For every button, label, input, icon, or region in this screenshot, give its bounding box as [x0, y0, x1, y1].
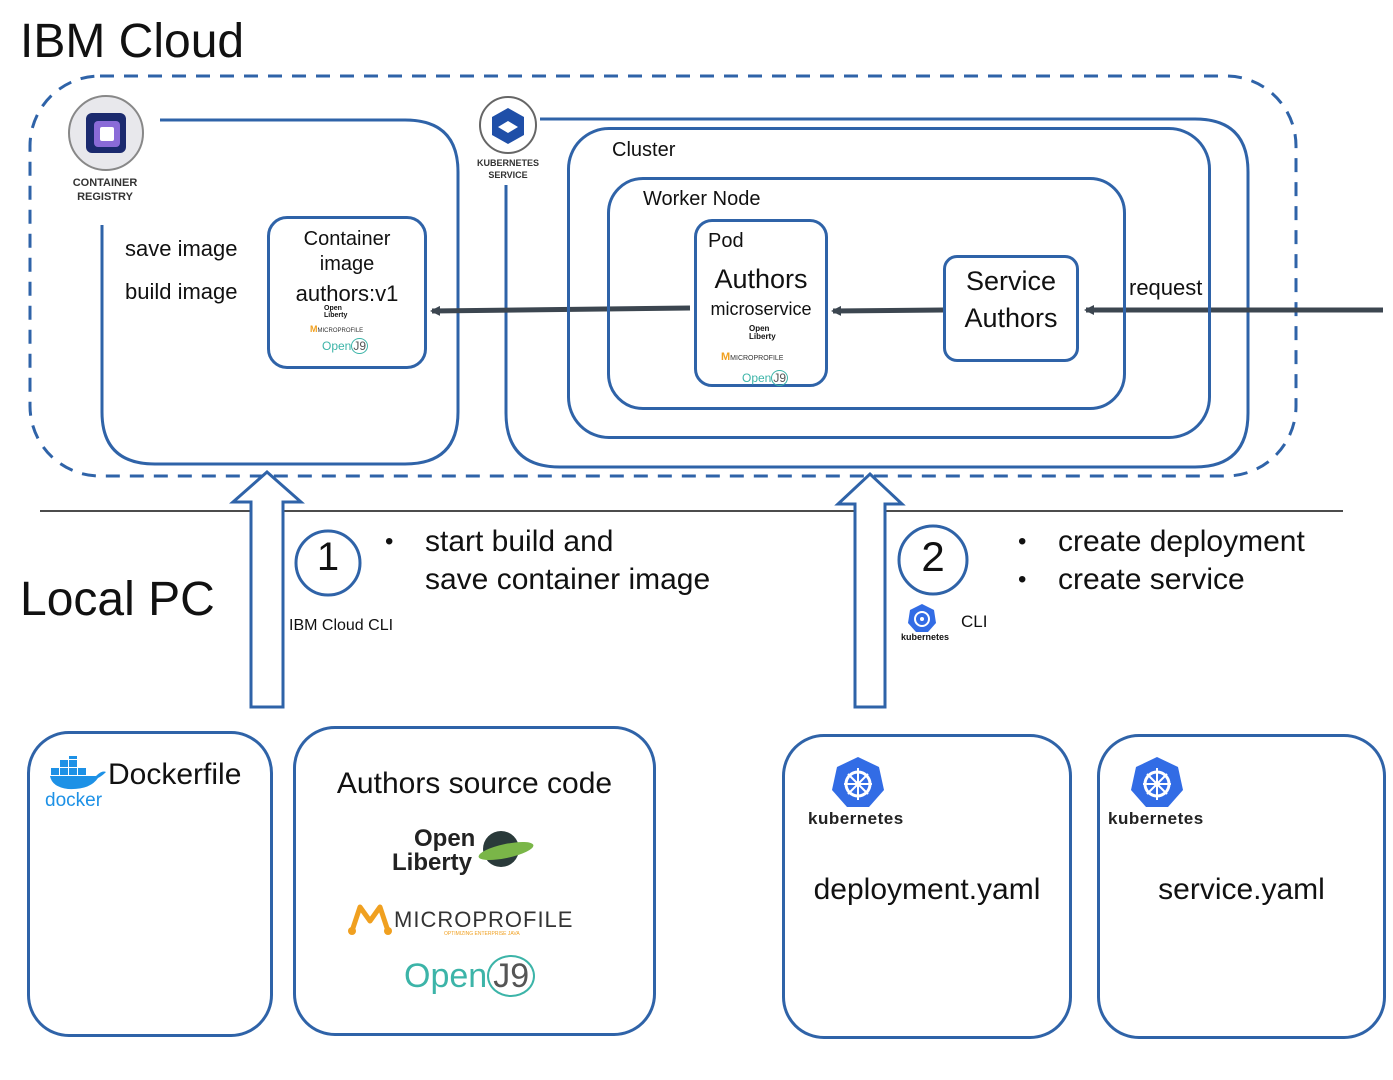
- ibm-cloud-boundary: [28, 74, 1298, 478]
- service-line1: Service: [965, 266, 1057, 296]
- step1-up-arrow: [229, 469, 305, 709]
- step1-bullets: start build and save container image: [385, 523, 710, 599]
- k8s-service-panel: [504, 117, 1250, 469]
- deployment-yaml-label: deployment.yaml: [813, 873, 1041, 906]
- deployment-kubernetes-word: kubernetes: [808, 809, 904, 828]
- step2-bullet-1: create deployment: [1018, 523, 1305, 561]
- service-box: Service Authors: [943, 255, 1079, 362]
- pod-name: Authors: [714, 264, 808, 294]
- container-registry-label: CONTAINER REGISTRY: [72, 177, 138, 203]
- service-kubernetes-word: kubernetes: [1108, 809, 1204, 828]
- docker-wordmark: docker: [45, 790, 103, 811]
- container-image-line1: Container: [303, 228, 391, 250]
- ibm-cloud-title: IBM Cloud: [20, 15, 245, 68]
- pod-label: Pod: [708, 230, 744, 252]
- container-image-line2: image: [319, 253, 375, 275]
- step1-number: 1: [316, 535, 340, 579]
- docker-whale-icon: [50, 752, 106, 795]
- step2-bullets: create deployment create service: [1018, 523, 1305, 599]
- local-pc-title: Local PC: [20, 573, 215, 626]
- openliberty-ufo-icon: [476, 829, 536, 878]
- step2-number: 2: [921, 533, 945, 580]
- step2-bullet-2: create service: [1018, 561, 1305, 599]
- service-kubernetes-icon: [1130, 755, 1184, 814]
- service-to-pod-arrow: [831, 305, 944, 316]
- registry-panel: [100, 118, 460, 466]
- dockerfile-label: Dockerfile: [108, 758, 242, 791]
- microprofile-mini-logo: MMICROPROFILE: [310, 324, 364, 334]
- step1-tool-label: IBM Cloud CLI: [289, 617, 394, 634]
- worker-node-box: Worker Node: [607, 177, 1126, 410]
- microprofile-tagline: OPTIMIZING ENTERPRISE JAVA: [444, 931, 520, 937]
- service-line2: Authors: [964, 303, 1058, 333]
- cluster-box: Cluster: [567, 127, 1211, 439]
- cluster-label: Cluster: [612, 139, 676, 161]
- microprofile-wordmark: MICROPROFILE: [394, 907, 574, 932]
- pod-microprofile-logo: MMICROPROFILE: [721, 351, 784, 363]
- worker-node-label: Worker Node: [643, 188, 761, 210]
- step2-circle: [897, 524, 969, 596]
- step2-kubernetes-word: kubernetes: [901, 632, 950, 642]
- pod-to-image-arrow: [430, 305, 691, 316]
- service-yaml-label: service.yaml: [1158, 873, 1325, 906]
- deployment-yaml-box: kubernetes deployment.yaml: [782, 734, 1072, 1039]
- microprofile-icon: [348, 901, 392, 942]
- pod-subtitle: microservice: [710, 299, 812, 319]
- step2-kubernetes-icon: [907, 603, 937, 638]
- save-image-label: save image: [125, 236, 238, 261]
- step1-circle: [294, 529, 362, 597]
- deployment-kubernetes-icon: [831, 755, 885, 814]
- dockerfile-box: docker Dockerfile: [27, 731, 273, 1037]
- step2-up-arrow: [834, 471, 906, 709]
- image-tag: authors:v1: [295, 281, 399, 306]
- request-label: request: [1129, 275, 1203, 300]
- kubernetes-service-label: KUBERNETES SERVICE: [476, 158, 539, 180]
- source-code-label: Authors source code: [336, 767, 613, 800]
- service-yaml-box: kubernetes service.yaml: [1097, 734, 1386, 1039]
- container-registry-icon: [68, 95, 144, 171]
- build-image-label: build image: [125, 279, 238, 304]
- step1-bullet: start build and save container image: [385, 523, 710, 599]
- kubernetes-service-icon: [479, 96, 537, 154]
- step2-tool-label: CLI: [961, 612, 988, 631]
